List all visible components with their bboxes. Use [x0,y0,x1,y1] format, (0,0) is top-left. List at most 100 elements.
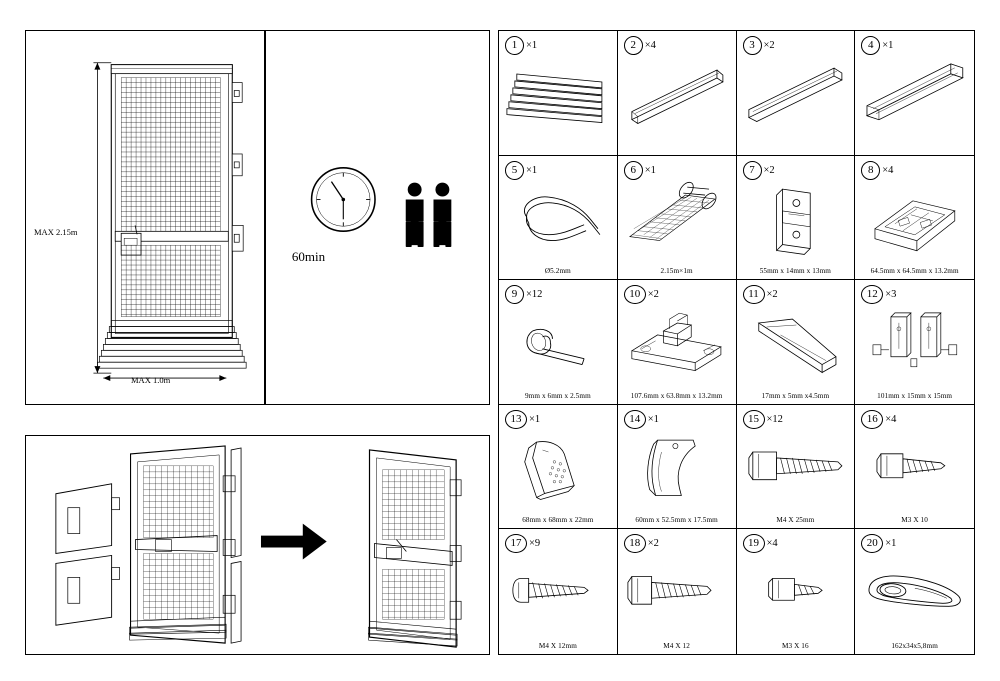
part-cell-4: 4 ×1 [855,31,974,156]
part-cell-14: 14 ×1 60mm x 52.5mm x 17.5mm [617,404,737,530]
part-qty-11: ×2 [766,289,778,301]
part-caption-7: 55mm x 14mm x 13mm [759,267,832,276]
part-cell-2: 2 ×4 [617,31,737,156]
part-art-bar-long [618,51,736,141]
part-number-3: 3 [742,36,762,55]
part-art-cable-coil [499,176,617,266]
parts-list-grid: 1 ×1 2 ×4 [498,30,975,655]
part-cell-7: 7 ×2 55mm x 14mm x 13mm [736,155,856,281]
part-number-6: 6 [623,160,643,180]
part-number-10: 10 [623,285,646,305]
part-qty-16: ×4 [885,413,897,425]
part-number-11: 11 [742,285,765,305]
part-number-14: 14 [623,409,646,429]
part-header-12: 12 ×3 [861,285,896,305]
max-height-label: MAX 2.15m [34,227,78,237]
part-art-bracket-box [855,176,974,266]
part-qty-3: ×2 [763,40,775,51]
part-header-9: 9 ×12 [505,285,543,305]
time-and-people-drawing [310,166,452,248]
part-caption-12: 101mm x 15mm x 15mm [877,391,953,400]
part-header-6: 6 ×1 [623,160,656,180]
part-qty-9: ×12 [526,289,543,301]
part-caption-11: 17mm x 5mm x4.5mm [761,391,830,400]
part-art-screw-pan [499,549,617,640]
part-caption-9: 9mm x 6mm x 2.5mm [524,391,591,400]
part-header-16: 16 ×4 [861,409,897,429]
part-number-4: 4 [861,36,881,55]
part-cell-3: 3 ×2 [736,31,856,156]
part-cell-9: 9 ×12 9mm x 6mm x 2.5mm [499,280,618,405]
part-qty-19: ×4 [766,538,778,550]
part-art-clip-hook [499,300,617,390]
part-number-20: 20 [861,534,884,554]
part-cell-15: 15 ×12 M4 X 25mm [736,404,856,530]
part-art-handle-curve [618,425,736,515]
part-art-angle-bar [737,51,855,141]
part-header-11: 11 ×2 [742,285,778,305]
part-art-hinge-plate [618,300,736,390]
part-number-2: 2 [623,36,643,55]
assembly-exploded-drawing [55,445,462,648]
part-cell-13: 13 ×1 68mm x 68m [499,404,618,530]
part-qty-20: ×1 [885,538,897,550]
part-art-latch-plate [737,176,855,266]
part-header-17: 17 ×9 [505,534,540,554]
part-art-mesh-roll [618,176,736,266]
assembly-panel [25,435,490,655]
part-cell-17: 17 ×9 M4 X 12mm [499,529,618,654]
part-caption-17: M4 X 12mm [538,641,577,650]
part-qty-13: ×1 [529,413,541,425]
part-number-16: 16 [861,409,884,429]
part-header-4: 4 ×1 [861,36,893,55]
part-cell-1: 1 ×1 [499,31,618,156]
part-caption-8: 64.5mm x 64.5mm x 13.2mm [870,267,959,276]
part-cell-16: 16 ×4 M3 X 10 [855,405,974,530]
part-caption-13: 68mm x 68mm x 22mm [522,516,594,525]
part-art-screw-taper [737,549,855,640]
part-header-2: 2 ×4 [623,36,656,55]
part-caption-6: 2.15m×1m [660,267,693,276]
part-art-u-channel [855,51,974,141]
part-caption-19: M3 X 16 [782,641,809,650]
part-caption-15: M4 X 25mm [776,516,815,525]
part-number-19: 19 [742,534,765,554]
part-header-20: 20 ×1 [861,534,897,554]
part-header-1: 1 ×1 [505,36,537,55]
part-qty-4: ×1 [882,40,894,51]
part-number-5: 5 [505,160,524,180]
part-cell-5: 5 ×1 Ø5.2mm [499,155,618,281]
time-panel: 60min [265,30,490,405]
part-art-screw-flat [618,549,736,640]
right-arrow-icon [260,523,327,560]
part-qty-1: ×1 [526,40,538,51]
max-width-label: MAX 1.0m [131,375,171,385]
part-art-corner-block [499,425,617,515]
dimension-panel: MAX 2.15m MAX 1.0m [25,30,265,405]
part-header-18: 18 ×2 [623,534,659,554]
part-qty-10: ×2 [647,289,659,301]
part-cell-20: 20 ×1 162x34x5,8mm [855,529,974,654]
part-caption-16: M3 X 10 [901,516,928,525]
part-caption-18: M4 X 12 [663,641,690,650]
part-caption-10: 107.6mm x 63.8mm x 13.2mm [630,391,723,400]
part-header-19: 19 ×4 [742,534,778,554]
part-qty-14: ×1 [647,413,659,425]
part-qty-8: ×4 [882,164,894,176]
part-art-screw-short [855,425,974,515]
part-qty-7: ×2 [763,164,775,176]
part-caption-20: 162x34x5,8mm [891,641,938,650]
part-number-12: 12 [861,285,884,305]
part-cell-18: 18 ×2 M4 X 12 [618,529,737,654]
part-caption-5: Ø5.2mm [544,267,571,276]
two-person-icon [405,182,452,248]
part-header-15: 15 ×12 [742,409,783,429]
part-header-3: 3 ×2 [742,36,775,55]
part-number-7: 7 [742,160,762,180]
part-cell-6: 6 ×1 [617,155,737,281]
part-qty-2: ×4 [644,40,656,51]
part-header-7: 7 ×2 [742,160,775,180]
part-number-13: 13 [505,409,527,429]
part-header-5: 5 ×1 [505,160,537,180]
